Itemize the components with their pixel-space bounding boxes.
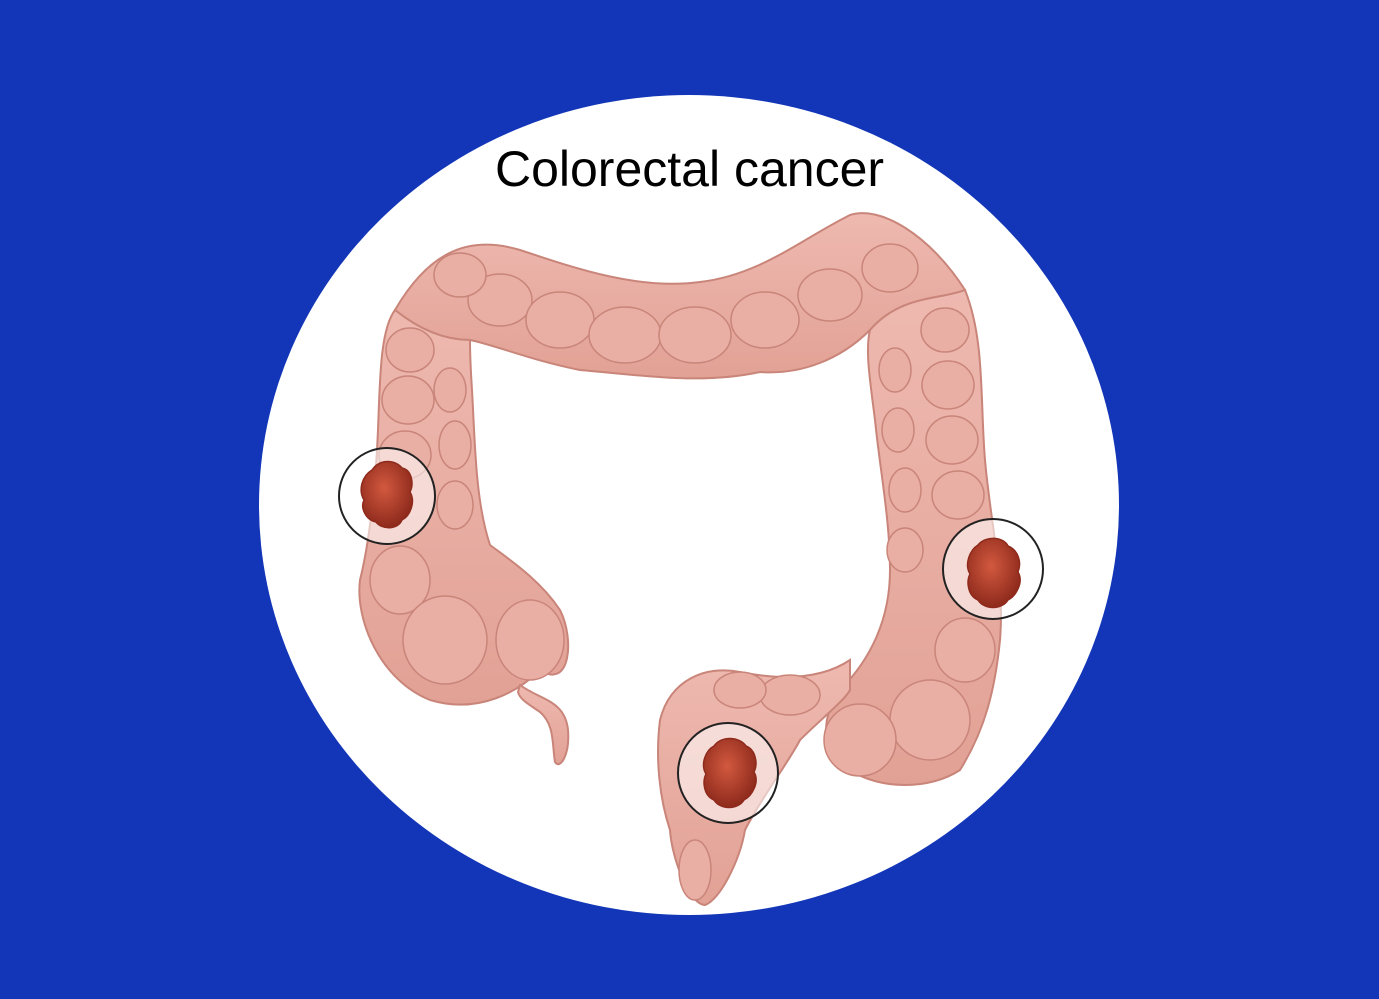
tumor-icon: [360, 460, 414, 529]
sigmoid-haustra: [678, 671, 821, 901]
tumor-icon: [966, 537, 1021, 609]
tumor-callout-descending: [942, 518, 1044, 620]
descending-haustra: [823, 307, 996, 777]
tumor-callout-sigmoid: [677, 722, 779, 824]
page-title: Colorectal cancer: [494, 141, 885, 197]
tumor-icon: [702, 737, 757, 809]
tumor-callout-ascending: [338, 447, 436, 545]
appendix: [516, 683, 570, 765]
colon-illustration: [358, 212, 1003, 907]
transverse-haustra: [433, 243, 919, 364]
